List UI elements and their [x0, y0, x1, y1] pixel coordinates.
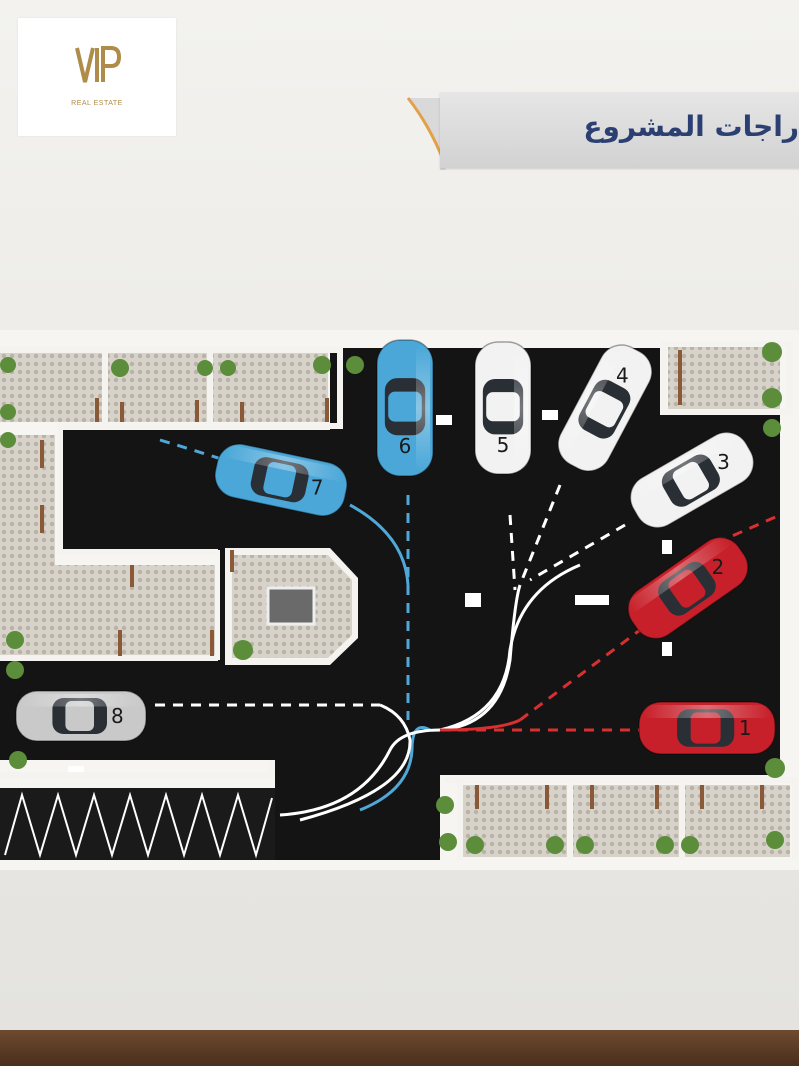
- car-number-label: 3: [717, 450, 730, 474]
- car-3: [629, 431, 755, 529]
- route-solid-paths: [279, 503, 581, 822]
- parking-plan: 1 2 3 4 5 6 7 8: [0, 330, 799, 870]
- car-highlight: [223, 444, 346, 482]
- car-4: [556, 344, 653, 472]
- car-roof: [690, 712, 721, 744]
- route-2: [519, 628, 641, 722]
- car-7: [214, 443, 348, 517]
- paving-area: [0, 352, 105, 422]
- car-number-label: 2: [711, 555, 724, 579]
- car-number-label: 5: [497, 433, 510, 457]
- car-highlight: [643, 705, 771, 718]
- pergolas: [40, 350, 764, 809]
- vip-logo-icon: [75, 46, 121, 83]
- plants: [0, 342, 785, 854]
- route-2-exit: [699, 513, 781, 552]
- logo-card: REAL ESTATE: [18, 18, 176, 136]
- cars-layer: 1 2 3 4 5 6 7 8: [15, 339, 776, 755]
- car-number-label: 4: [616, 363, 629, 387]
- center-structure: [266, 586, 316, 626]
- title-banner: [440, 92, 799, 168]
- car-roof: [65, 701, 94, 731]
- car-highlight: [514, 346, 528, 470]
- car-6: [376, 339, 434, 477]
- route-5: [508, 514, 517, 591]
- car-roof: [263, 462, 297, 498]
- page-title: راجات المشروع: [583, 110, 799, 143]
- car-number-label: 8: [111, 704, 124, 728]
- car-highlight: [629, 431, 738, 500]
- asphalt-road: [0, 348, 780, 860]
- car-highlight: [20, 694, 142, 707]
- car-number-label: 6: [399, 434, 412, 458]
- car-1: [638, 701, 776, 755]
- car-highlight: [416, 344, 430, 472]
- logo-subtitle: REAL ESTATE: [71, 100, 123, 107]
- parking-markers: [68, 410, 672, 772]
- car-2: [626, 535, 749, 640]
- paving-area: [460, 785, 790, 857]
- paving-area: [0, 565, 215, 657]
- car-8: [15, 690, 147, 742]
- route-3: [529, 523, 626, 582]
- ramp-hatching: [4, 791, 273, 859]
- car-highlight: [556, 344, 623, 456]
- car-number-label: 1: [739, 716, 752, 740]
- route-paths: [155, 438, 781, 732]
- car-highlight: [626, 535, 730, 612]
- walls: [0, 341, 798, 860]
- car-number-label: 7: [311, 476, 324, 500]
- table-edge: [0, 1030, 799, 1066]
- car-roof: [388, 391, 422, 422]
- paving-area: [668, 345, 780, 410]
- car-roof: [486, 392, 520, 422]
- car-5: [474, 341, 532, 475]
